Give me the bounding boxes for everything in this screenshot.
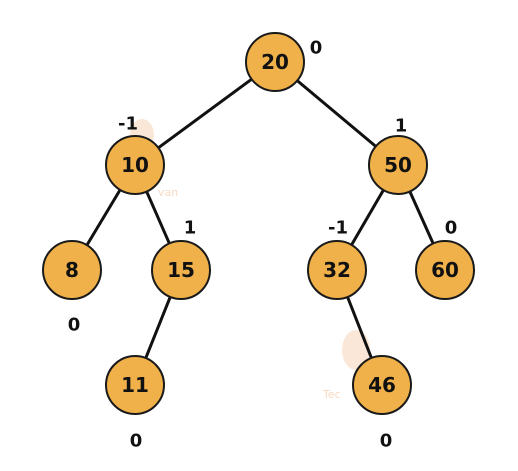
balance-factor-11: 0 bbox=[130, 431, 143, 452]
balance-factor-15: 1 bbox=[184, 218, 197, 239]
balance-factor-50: 1 bbox=[395, 116, 408, 137]
tree-node-46: 46 bbox=[352, 355, 412, 415]
node-value: 32 bbox=[323, 258, 351, 282]
balance-factor-20: 0 bbox=[310, 38, 323, 59]
node-value: 11 bbox=[121, 373, 149, 397]
node-circle bbox=[245, 32, 305, 92]
node-value: 60 bbox=[431, 258, 459, 282]
node-circle bbox=[368, 135, 428, 195]
node-circle bbox=[151, 240, 211, 300]
tree-edge-50-60 bbox=[408, 189, 435, 246]
watermark-text: Tec bbox=[322, 388, 341, 401]
node-value: 20 bbox=[261, 50, 289, 74]
node-value: 46 bbox=[368, 373, 396, 397]
balance-factor-46: 0 bbox=[380, 431, 393, 452]
tree-edge-10-15 bbox=[145, 190, 171, 245]
node-circle bbox=[307, 240, 367, 300]
node-value: 10 bbox=[121, 153, 149, 177]
node-value: 15 bbox=[167, 258, 195, 282]
node-circle bbox=[42, 240, 102, 300]
tree-node-11: 11 bbox=[105, 355, 165, 415]
tree-node-10: 10 bbox=[105, 135, 165, 195]
balance-factor-10: -1 bbox=[118, 114, 138, 135]
tree-edge-32-46 bbox=[346, 295, 373, 360]
balance-factor-32: -1 bbox=[328, 218, 348, 239]
node-circle bbox=[105, 355, 165, 415]
tree-node-60: 60 bbox=[415, 240, 475, 300]
edge-layer bbox=[85, 77, 435, 360]
tree-node-50: 50 bbox=[368, 135, 428, 195]
balance-factor-8: 0 bbox=[68, 315, 81, 336]
node-circle bbox=[415, 240, 475, 300]
tree-node-15: 15 bbox=[151, 240, 211, 300]
node-value: 50 bbox=[384, 153, 412, 177]
node-circle bbox=[105, 135, 165, 195]
tree-node-32: 32 bbox=[307, 240, 367, 300]
node-value: 8 bbox=[65, 258, 79, 282]
balance-factor-60: 0 bbox=[445, 218, 458, 239]
tree-node-20: 20 bbox=[245, 32, 305, 92]
watermark-text: van bbox=[158, 186, 178, 199]
tree-edge-15-11 bbox=[144, 295, 172, 360]
tree-node-8: 8 bbox=[42, 240, 102, 300]
tree-edge-50-32 bbox=[350, 188, 385, 247]
tree-edge-10-8 bbox=[85, 188, 122, 247]
tree-edge-20-10 bbox=[156, 77, 254, 150]
tree-edge-20-50 bbox=[295, 79, 378, 148]
node-circle bbox=[352, 355, 412, 415]
